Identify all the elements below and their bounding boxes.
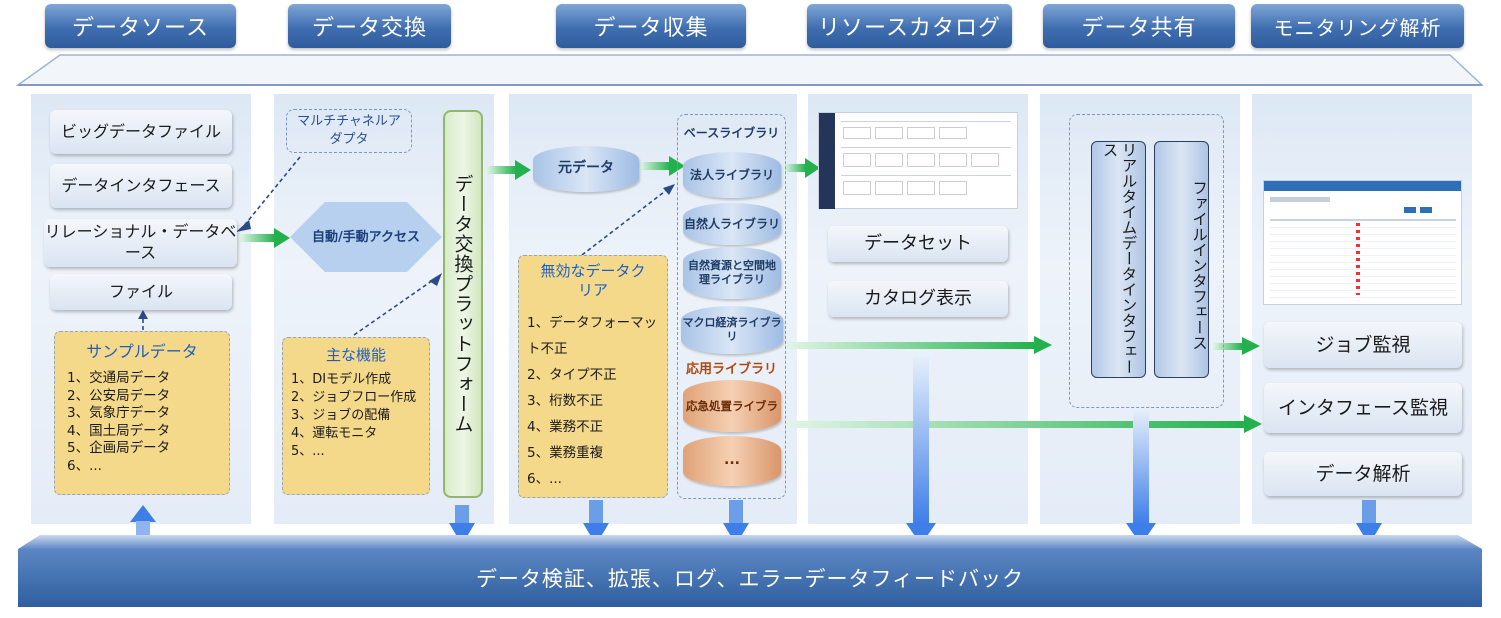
access-label: 自動/手動アクセス [311,230,421,245]
list-item: 3、ジョブの配備 [291,408,391,423]
list-item: 1、DIモデル作成 [291,372,392,387]
app-more-library: ... [683,436,781,486]
functions-title: 主な機能 [325,346,386,364]
functions-list: 1、DIモデル作成 2、ジョブフロー作成 3、ジョブの配備 4、運転モニタ 5、… [291,371,421,461]
list-item: 5、業務重複 [527,445,604,461]
corporate-library: 法人ライブラリ [683,152,781,198]
monitoring-screenshot [1263,180,1462,305]
header-data-source: データソース [45,4,236,48]
sharing-group [1069,114,1224,408]
blue-arrows [130,355,1382,545]
source-relational-db: リレーショナル・データベース [44,219,237,267]
realtime-interface: リアルタイムデータインタフェース [1091,141,1146,378]
app-library-title: 応用ライブラリ [685,362,777,377]
green-arrows [240,156,1262,433]
list-item: 1、データフォーマット不正 [527,315,658,357]
natural-resource-library: 自然資源と空間地理ライブラリ [683,247,781,299]
top-shelf [15,54,1484,86]
invalid-data-box: 無効なデータクリア 1、データフォーマット不正 2、タイプ不正 3、桁数不正 4… [518,255,668,498]
invalid-data-title: 無効なデータクリア [540,262,646,299]
sample-data-box: サンプルデータ 1、交通局データ 2、公安局データ 3、気象庁データ 4、国土局… [54,331,230,495]
catalog-screenshot [818,112,1018,209]
sample-data-list: 1、交通局データ 2、公安局データ 3、気象庁データ 4、国土局データ 5、企画… [67,370,217,475]
footer-bar: データ検証、拡張、ログ、エラーデータフィードバック [18,535,1482,607]
header-resource-catalog: リソースカタログ [807,4,1012,48]
source-file: ファイル [50,274,232,310]
source-data-interface: データインタフェース [50,164,232,208]
list-item: 4、運転モニタ [291,426,378,441]
list-item: 2、タイプ不正 [527,367,617,383]
multichannel-adapter: マルチチャネルアダプタ [286,109,412,153]
list-item: 1、交通局データ [67,370,171,386]
access-diamond [290,202,442,272]
functions-box: 主な機能 1、DIモデル作成 2、ジョブフロー作成 3、ジョブの配備 4、運転モ… [282,337,430,495]
sample-data-title: サンプルデータ [86,342,198,361]
list-item: 2、ジョブフロー作成 [291,390,417,405]
exchange-platform: データ交換プラットフォーム [443,110,483,498]
header-monitoring: モニタリング解析 [1251,4,1464,48]
header-data-exchange: データ交換 [288,4,451,48]
dataset-box: データセット [828,226,1008,262]
list-item: 6、... [67,457,102,474]
data-analysis-box: データ解析 [1264,452,1462,496]
interface-monitoring-box: インタフェース監視 [1264,383,1462,433]
macroeconomy-library: マクロ経済ライブラリ [681,306,783,354]
catalog-display-box: カタログ表示 [828,281,1008,317]
job-monitoring-box: ジョブ監視 [1264,322,1462,368]
header-data-sharing: データ共有 [1043,4,1235,48]
list-item: 6、... [527,471,562,487]
list-item: 5、企画局データ [67,440,171,456]
list-item: 3、桁数不正 [527,393,604,409]
footer-text: データ検証、拡張、ログ、エラーデータフィードバック [475,567,1025,591]
header-data-collection: データ収集 [556,4,746,48]
raw-data-cylinder: 元データ [533,146,639,192]
list-item: 2、公安局データ [67,387,171,404]
natural-person-library: 自然人ライブラリ [683,203,781,245]
list-item: 5、... [291,444,325,459]
emergency-library: 応急処置ライブラ [683,380,781,432]
list-item: 4、業務不正 [527,419,604,435]
source-bigdata-file: ビッグデータファイル [50,110,232,154]
file-interface: ファイルインタフェース [1154,141,1209,378]
invalid-data-list: 1、データフォーマット不正 2、タイプ不正 3、桁数不正 4、業務不正 5、業務… [527,310,659,492]
library-group [677,114,786,499]
list-item: 4、国土局データ [67,422,171,439]
list-item: 3、気象庁データ [67,405,171,421]
base-library-title: ベースライブラリ [683,126,780,140]
dashed-links [142,156,669,336]
